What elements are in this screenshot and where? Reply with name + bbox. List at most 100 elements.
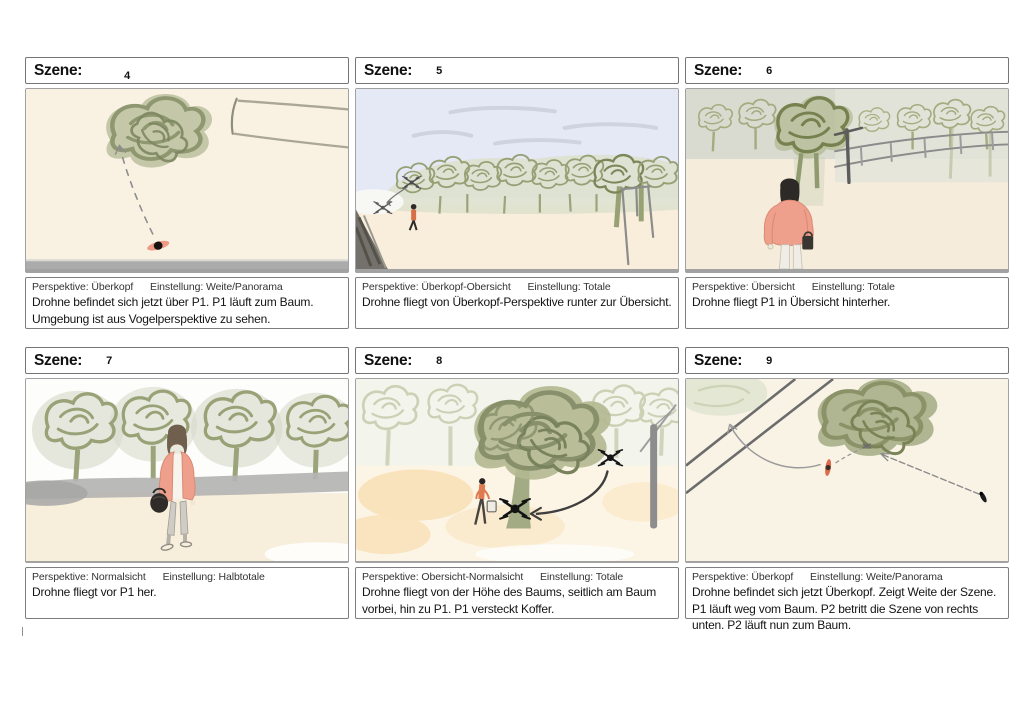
pole-sketch	[639, 403, 677, 529]
sketch-scene-9	[685, 378, 1009, 563]
scene-panel-8: Szene: 8	[355, 347, 679, 619]
scene-caption: Perspektive: Obersicht-Normalsicht Einst…	[355, 567, 679, 619]
scene-meta: Perspektive: Normalsicht Einstellung: Ha…	[32, 571, 342, 583]
road-sketch	[230, 97, 348, 149]
scene-caption: Perspektive: Überkopf-Obersicht Einstell…	[355, 277, 679, 329]
scene-panel-5: Szene: 5	[355, 57, 679, 329]
scene-meta: Perspektive: Obersicht-Normalsicht Einst…	[362, 571, 672, 583]
drone-path-arrow	[529, 470, 609, 521]
scene-meta: Perspektive: Überkopf-Obersicht Einstell…	[362, 281, 672, 293]
walk-path-arrow	[114, 144, 156, 240]
scene-description: Drohne fliegt von Überkopf-Perspektive r…	[362, 295, 672, 309]
scene-meta: Perspektive: Überkopf Einstellung: Weite…	[32, 281, 342, 293]
scene-label: Szene:	[34, 61, 83, 79]
scene-description: Drohne befindet sich jetzt über P1. P1 l…	[32, 295, 314, 326]
setting-value: Totale	[867, 281, 895, 293]
setting-value: Halbtotale	[218, 571, 265, 583]
setting-label: Einstellung:	[540, 571, 594, 583]
scene-title-bar: Szene: 6	[685, 57, 1009, 84]
scene-description: Drohne fliegt vor P1 her.	[32, 585, 157, 599]
perspective-value: Überkopf	[91, 281, 134, 293]
cloud-streaks	[411, 105, 659, 146]
treeline-sketch	[395, 153, 678, 228]
scene-title-bar: Szene: 5	[355, 57, 679, 84]
scene-number: 8	[436, 354, 443, 367]
scene-number: 5	[436, 64, 443, 77]
scene-label: Szene:	[694, 61, 743, 79]
scene-caption: Perspektive: Überkopf Einstellung: Weite…	[685, 567, 1009, 632]
scene-meta: Perspektive: Überkopf Einstellung: Weite…	[692, 571, 1002, 583]
setting-value: Weite/Panorama	[865, 571, 943, 583]
perspective-label: Perspektive:	[692, 571, 749, 583]
drone-sketch-upper	[597, 448, 624, 467]
sketch-scene-6	[685, 88, 1009, 273]
swing-frame-sketch	[621, 185, 655, 266]
perspective-label: Perspektive:	[32, 281, 89, 293]
scene-number: 9	[766, 354, 773, 367]
setting-value: Totale	[595, 571, 624, 583]
p1-overhead-figure	[825, 459, 832, 476]
setting-label: Einstellung:	[811, 281, 865, 293]
setting-label: Einstellung:	[162, 571, 216, 583]
drone-descent-sketch	[373, 175, 422, 215]
scene-title-bar: Szene: 7	[25, 347, 349, 374]
perspective-label: Perspektive:	[692, 281, 749, 293]
perspective-label: Perspektive:	[362, 281, 419, 293]
perspective-value: Normalsicht	[91, 571, 146, 583]
p1-back-view-figure	[763, 178, 814, 269]
stray-pen-mark	[22, 627, 23, 636]
storyboard-grid: Szene: 4	[25, 57, 1009, 632]
scene-number: 4	[124, 69, 131, 82]
scene-meta: Perspektive: Übersicht Einstellung: Tota…	[692, 281, 1002, 293]
p2-overhead-figure	[979, 491, 987, 503]
perspective-label: Perspektive:	[362, 571, 419, 583]
p2-path-arrow	[880, 453, 980, 495]
sketch-scene-5	[355, 88, 679, 273]
scene-number: 6	[766, 64, 773, 77]
p1-path-arrow	[727, 423, 862, 469]
sketch-scene-7	[25, 378, 349, 563]
perspective-label: Perspektive:	[32, 571, 89, 583]
p1-overhead-figure	[147, 240, 170, 251]
scene-number: 7	[106, 354, 113, 367]
p1-with-suitcase-figure	[474, 478, 497, 525]
scene-title-bar: Szene: 9	[685, 347, 1009, 374]
setting-label: Einstellung:	[150, 281, 204, 293]
setting-value: Totale	[583, 281, 611, 293]
scene-label: Szene:	[364, 351, 413, 369]
sketch-scene-8	[355, 378, 679, 563]
scene-caption: Perspektive: Überkopf Einstellung: Weite…	[25, 277, 349, 329]
scene-label: Szene:	[694, 351, 743, 369]
scene-caption: Perspektive: Normalsicht Einstellung: Ha…	[25, 567, 349, 619]
fence-sketch	[833, 126, 1008, 185]
scene-title-bar: Szene: 8	[355, 347, 679, 374]
perspective-value: Obersicht-Normalsicht	[421, 571, 524, 583]
setting-value: Weite/Panorama	[205, 281, 283, 293]
scene-panel-7: Szene: 7	[25, 347, 349, 619]
treeline-sketch	[698, 95, 1006, 206]
perspective-value: Überkopf-Obersicht	[421, 281, 511, 293]
p1-walking-figure	[408, 204, 418, 231]
scene-panel-4: Szene: 4	[25, 57, 349, 329]
scene-description: Drohne fliegt P1 in Übersicht hinterher.	[692, 295, 891, 309]
drone-sketch-lower	[498, 497, 532, 520]
scene-description: Drohne befindet sich jetzt Überkopf. Zei…	[692, 585, 997, 632]
scene-label: Szene:	[364, 61, 413, 79]
sketch-scene-4	[25, 88, 349, 273]
bush-overhead-sketch	[686, 379, 768, 416]
tree-row-sketch	[31, 386, 348, 482]
p1-frontal-figure	[150, 424, 196, 551]
perspective-value: Überkopf	[751, 571, 794, 583]
setting-label: Einstellung:	[810, 571, 864, 583]
scene-caption: Perspektive: Übersicht Einstellung: Tota…	[685, 277, 1009, 329]
scene-panel-9: Szene: 9	[685, 347, 1009, 632]
road-lines-sketch	[686, 379, 834, 495]
drone-overhead-marker	[862, 443, 872, 449]
scene-description: Drohne fliegt von der Höhe des Baums, se…	[362, 585, 657, 616]
scene-panel-6: Szene: 6	[685, 57, 1009, 329]
setting-label: Einstellung:	[527, 281, 581, 293]
background-trees-sketch	[361, 383, 678, 483]
scene-title-bar: Szene: 4	[25, 57, 349, 84]
scene-label: Szene:	[34, 351, 83, 369]
perspective-value: Übersicht	[751, 281, 795, 293]
